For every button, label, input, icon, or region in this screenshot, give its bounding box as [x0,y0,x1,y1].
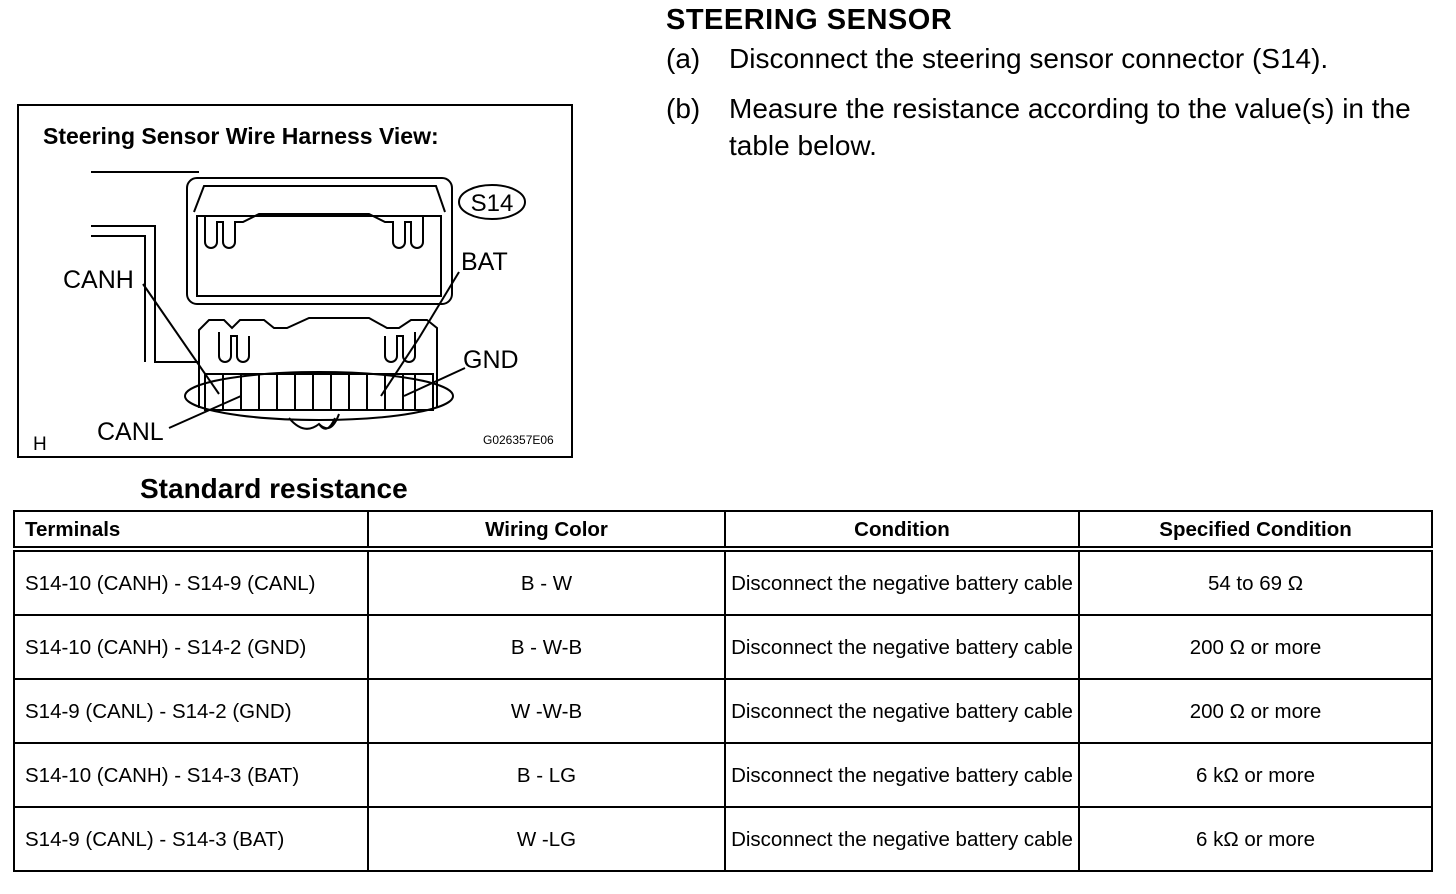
cell-wiring-color: B - LG [367,742,726,808]
cell-condition: Disconnect the negative battery cable [724,806,1080,872]
header-condition: Condition [724,510,1080,552]
cell-terminals: S14-9 (CANL) - S14-3 (BAT) [13,806,369,872]
table-row: S14-9 (CANL) - S14-3 (BAT) W -LG Disconn… [13,806,1433,872]
connector-id-label: S14 [471,190,514,217]
cell-terminals: S14-9 (CANL) - S14-2 (GND) [13,678,369,744]
step-a: (a) Disconnect the steering sensor conne… [666,40,1449,77]
canl-label: CANL [97,418,164,446]
cell-specified-condition: 6 kΩ or more [1078,742,1433,808]
cell-terminals: S14-10 (CANH) - S14-2 (GND) [13,614,369,680]
terminal-row [204,373,434,411]
table-row: S14-10 (CANH) - S14-3 (BAT) B - LG Disco… [13,742,1433,808]
connector-id-badge [458,184,526,220]
step-text: Disconnect the steering sensor connector… [729,43,1329,74]
cell-specified-condition: 6 kΩ or more [1078,806,1433,872]
step-letter: (b) [666,93,701,124]
cell-condition: Disconnect the negative battery cable [724,614,1080,680]
header-specified-condition: Specified Condition [1078,510,1433,552]
cell-wiring-color: W -W-B [367,678,726,744]
cell-condition: Disconnect the negative battery cable [724,548,1080,616]
connector-housing-upper [186,177,453,305]
cell-specified-condition: 200 Ω or more [1078,678,1433,744]
connector-diagram: Steering Sensor Wire Harness View: S14 C… [33,123,554,455]
cell-condition: Disconnect the negative battery cable [724,678,1080,744]
corner-mark: H [33,434,47,455]
cell-specified-condition: 54 to 69 Ω [1078,548,1433,616]
gnd-leader [403,367,466,397]
bat-label: BAT [461,248,508,276]
wire-harness-figure: Steering Sensor Wire Harness View: S14 C… [17,104,573,458]
section-heading: STEERING SENSOR [666,4,953,36]
cell-specified-condition: 200 Ω or more [1078,614,1433,680]
cell-wiring-color: B - W [367,548,726,616]
figure-code: G026357E06 [483,433,554,447]
bat-leader [418,271,460,339]
cell-wiring-color: B - W-B [367,614,726,680]
table-header-row: Terminals Wiring Color Condition Specifi… [13,510,1433,552]
cell-terminals: S14-10 (CANH) - S14-3 (BAT) [13,742,369,808]
standard-resistance-table: Terminals Wiring Color Condition Specifi… [13,510,1433,872]
table-row: S14-10 (CANH) - S14-2 (GND) B - W-B Disc… [13,614,1433,680]
canl-leader [168,395,242,429]
table-row: S14-10 (CANH) - S14-9 (CANL) B - W Disco… [13,548,1433,616]
cell-condition: Disconnect the negative battery cable [724,742,1080,808]
canh-leader [142,283,220,395]
header-terminals: Terminals [13,510,369,552]
table-row: S14-9 (CANL) - S14-2 (GND) W -W-B Discon… [13,678,1433,744]
step-letter: (a) [666,43,701,74]
gnd-label: GND [463,346,519,374]
cell-terminals: S14-10 (CANH) - S14-9 (CANL) [13,548,369,616]
header-wiring-color: Wiring Color [367,510,726,552]
step-text: Measure the resistance according to the … [729,93,1411,161]
table-title: Standard resistance [140,473,408,504]
cell-wiring-color: W -LG [367,806,726,872]
canh-label: CANH [63,266,134,294]
step-b: (b) Measure the resistance according to … [666,90,1449,164]
terminal-ellipse [184,371,454,421]
figure-title: Steering Sensor Wire Harness View: [43,123,439,149]
